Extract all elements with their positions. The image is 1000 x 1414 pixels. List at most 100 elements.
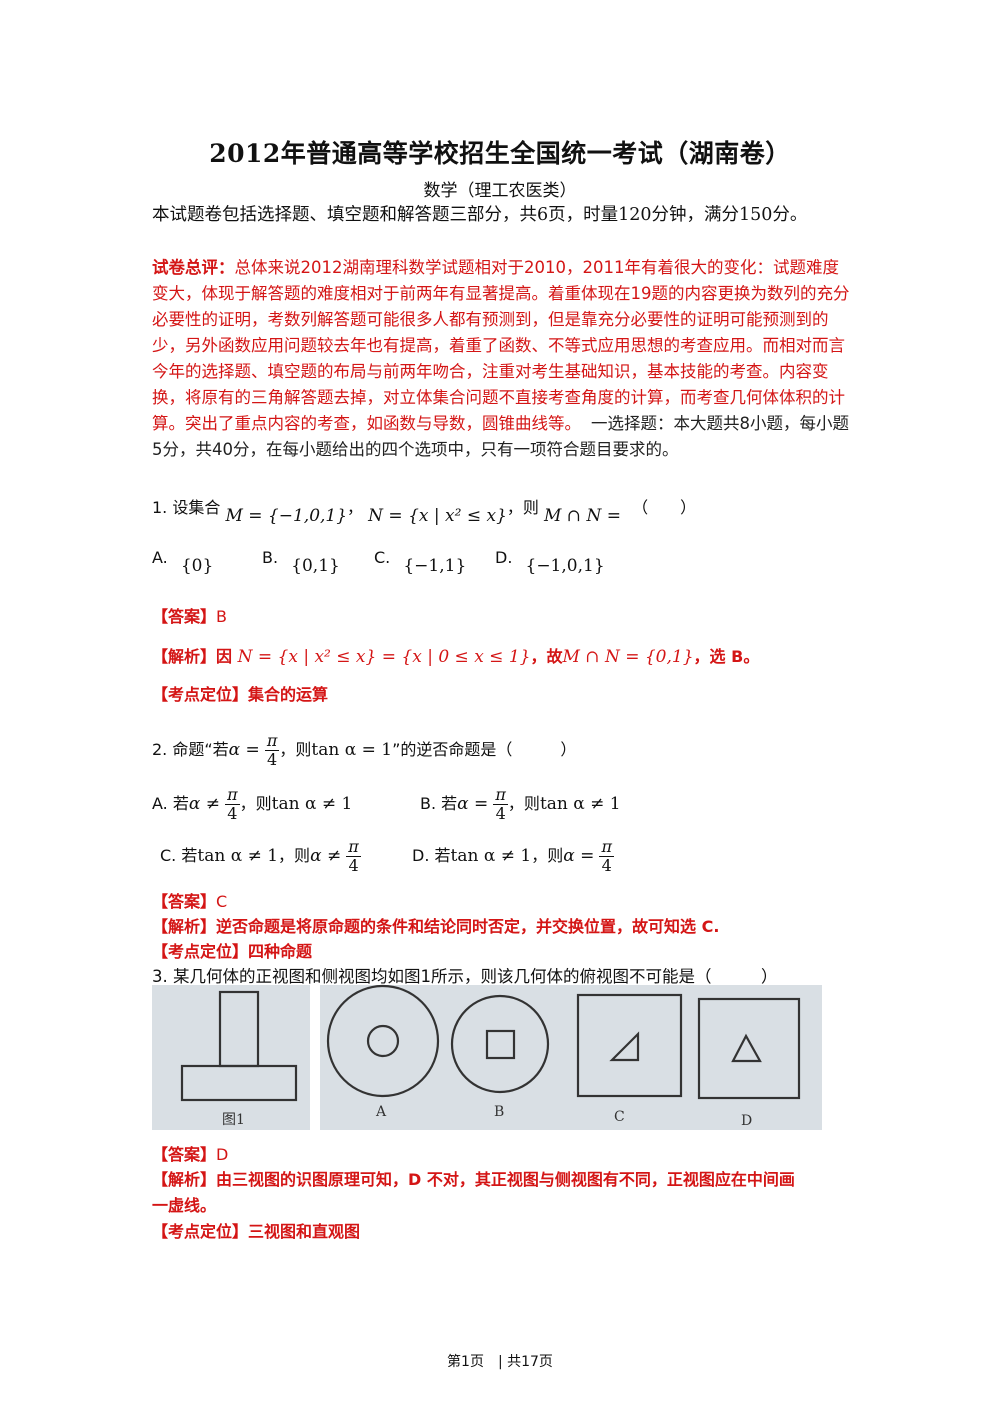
q2-stem-tan: tan α = 1 <box>311 740 393 760</box>
figure-d-label: D <box>741 1113 752 1129</box>
figure-c-drawing <box>576 993 683 1098</box>
figure-a-drawing <box>326 984 440 1098</box>
q1-set-m: M = {−1,0,1} <box>225 506 348 526</box>
figure-1-column <box>218 990 260 1068</box>
q3-answer-label: 【答案】 <box>152 1145 217 1164</box>
q1-option-d-value: {−1,0,1} <box>525 556 605 576</box>
q2-analysis-text: 逆否命题是将原命题的条件和结论同时否定，并交换位置，故可知选 C. <box>216 917 720 936</box>
q2-option-d-expr: α = <box>563 846 595 866</box>
q2-stem-prefix: 2. 命题“若 <box>152 740 229 759</box>
q2-stem-alpha: α = <box>228 740 260 760</box>
q1-sep: ， <box>347 498 364 517</box>
q2-option-b-then: ，则 <box>507 794 540 813</box>
q1-stem: 1. 设集合 M = {−1,0,1}， N = {x | x² ≤ x}，则 … <box>152 494 696 526</box>
fraction-numerator: π <box>225 785 240 805</box>
page-title: 2012年普通高等学校招生全国统一考试（湖南卷） <box>209 139 791 168</box>
figure-b-square <box>485 1029 516 1060</box>
page-footer: 第1页 | 共17页 <box>447 1354 553 1370</box>
q2-stem-mid: ，则 <box>279 740 312 759</box>
q2-point-label: 【考点定位】 <box>152 942 249 961</box>
fraction-denominator: 4 <box>348 856 359 875</box>
q2-option-c-label: C. <box>160 846 177 865</box>
q3-stem: 3. 某几何体的正视图和侧视图均如图1所示，则该几何体的俯视图不可能是（ ） <box>152 967 778 986</box>
figure-d-square <box>697 997 801 1100</box>
q1-analysis-mid: ，故 <box>530 647 563 666</box>
figure-c-label: C <box>614 1109 625 1125</box>
figure-a-outer-circle <box>326 984 440 1098</box>
q2-option-a-label: A. <box>152 794 168 813</box>
figure-d-drawing <box>697 997 801 1100</box>
figure-d-triangle <box>731 1033 762 1063</box>
q1-option-b-label: B. <box>262 548 279 567</box>
q2-option-b-label: B. <box>420 794 437 813</box>
q1-analysis-math: N = {x | x² ≤ x} = {x | 0 ≤ x ≤ 1} <box>237 647 531 667</box>
q1-then: ，则 <box>506 498 539 517</box>
q3-analysis-line2: 一虚线。 <box>152 1196 217 1215</box>
figure-c-triangle <box>609 1031 640 1062</box>
fraction-denominator: 4 <box>267 750 278 769</box>
q1-analysis-suffix: ，选 B。 <box>693 647 760 666</box>
q3-answer-value: D <box>216 1145 229 1164</box>
fraction-numerator: π <box>264 731 280 751</box>
exam-comment: 试卷总评：总体来说2012湖南理科数学试题相对于2010，2011年有着很大的变… <box>152 255 852 463</box>
q1-option-c-label: C. <box>374 548 391 567</box>
q2-option-c-expr: α ≠ <box>310 846 342 866</box>
comment-text: 总体来说2012湖南理科数学试题相对于2010，2011年有着很大的变化：试题难… <box>152 258 850 433</box>
q2-point: 【考点定位】四种命题 <box>152 938 312 962</box>
q2-analysis: 【解析】逆否命题是将原命题的条件和结论同时否定，并交换位置，故可知选 C. <box>152 913 719 937</box>
fraction-numerator: π <box>493 785 508 805</box>
q1-point-label: 【考点定位】 <box>152 685 249 704</box>
q2-stem-suffix: ”的逆否命题是（ ） <box>392 740 577 759</box>
q1-set-n: N = {x | x² ≤ x} <box>368 506 507 526</box>
figure-b-label: B <box>494 1104 504 1120</box>
q1-option-a: A. {0} <box>152 548 213 576</box>
figure-1-base <box>180 1064 298 1102</box>
q2-analysis-label: 【解析】 <box>152 917 217 936</box>
q1-option-c: C. {−1,1} <box>374 548 466 576</box>
q2-option-c-tan: tan α ≠ 1 <box>197 846 279 866</box>
figure-c-square <box>576 993 683 1098</box>
q2-option-b-expr: α = <box>457 794 489 814</box>
q2-answer: 【答案】C <box>152 888 227 912</box>
comment-label: 试卷总评： <box>152 258 235 277</box>
q1-option-d-label: D. <box>495 548 513 567</box>
q2-option-c-then: ，则 <box>278 846 311 865</box>
q1-option-a-label: A. <box>152 548 168 567</box>
figure-1-drawing <box>180 990 298 1102</box>
q3-point-label: 【考点定位】 <box>152 1222 249 1241</box>
q1-point-value: 集合的运算 <box>248 685 329 704</box>
figure-b-drawing <box>450 994 550 1094</box>
q3-point: 【考点定位】三视图和直观图 <box>152 1218 360 1242</box>
q1-answer-label: 【答案】 <box>152 607 217 626</box>
figure-1-panel <box>152 985 310 1130</box>
q1-option-b-value: {0,1} <box>291 556 340 576</box>
q2-answer-label: 【答案】 <box>152 892 217 911</box>
section-text: 一选择题：本大题共8小题，每小题5分，共40分，在每小题给出的四个选项中，只有一… <box>152 414 849 459</box>
q3-analysis-line1: 由三视图的识图原理可知，D 不对，其正视图与侧视图有不同，正视图应在中间画 <box>216 1170 795 1189</box>
q3-answer: 【答案】D <box>152 1141 228 1165</box>
q1-answer-value: B <box>216 607 227 626</box>
q2-option-d-if: 若 <box>434 846 451 865</box>
q1-intersection: M ∩ N = <box>544 506 621 526</box>
fraction-denominator: 4 <box>495 804 506 823</box>
figure-1-label: 图1 <box>222 1112 245 1128</box>
figure-options-panel <box>320 985 822 1130</box>
q2-option-a-if: 若 <box>172 794 189 813</box>
q1-option-b: B. {0,1} <box>262 548 340 576</box>
fraction-numerator: π <box>599 837 614 857</box>
q2-option-b-if: 若 <box>441 794 458 813</box>
q3-point-value: 三视图和直观图 <box>248 1222 361 1241</box>
q1-option-c-value: {−1,1} <box>403 556 467 576</box>
q2-option-a-tan: tan α ≠ 1 <box>271 794 353 814</box>
q2-option-d-label: D. <box>412 846 430 865</box>
